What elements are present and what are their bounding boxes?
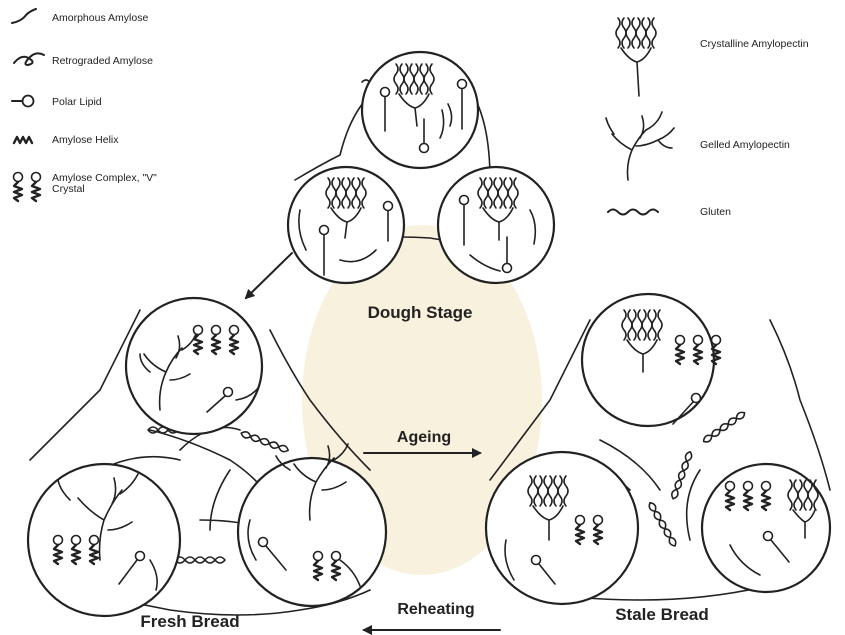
fresh-granule-top (126, 298, 262, 434)
gluten-icon (608, 210, 658, 215)
legend-label-amylose-complex-line2: Crystal (52, 183, 85, 195)
legend-label-crystalline-amylopectin: Crystalline Amylopectin (700, 38, 809, 50)
legend-label-gelled-amylopectin: Gelled Amylopectin (700, 139, 790, 151)
arrow-dough-to-fresh (246, 253, 292, 298)
ageing-label: Ageing (397, 429, 451, 446)
stale-helix-3 (647, 501, 677, 547)
crystalline-amylopectin-icon (616, 18, 656, 96)
legend-label-gluten: Gluten (700, 206, 731, 218)
polar-lipid-icon (12, 96, 34, 107)
fresh-bread-label: Fresh Bread (140, 612, 239, 631)
dough-stage-label: Dough Stage (368, 303, 473, 322)
stale-bread-group: Stale Bread (486, 294, 830, 624)
legend-label-amorphous-amylose: Amorphous Amylose (52, 12, 148, 24)
stale-bread-label: Stale Bread (615, 605, 709, 624)
amylose-helix-icon (14, 137, 32, 143)
fresh-granule-left (28, 464, 180, 616)
dough-granule-right (438, 167, 554, 283)
legend-label-polar-lipid: Polar Lipid (52, 96, 102, 108)
stale-helix-2 (702, 410, 746, 444)
legend-left: Amorphous Amylose Retrograded Amylose Po… (12, 9, 157, 201)
stale-granule-left (486, 452, 638, 604)
legend-right: Crystalline Amylopectin Gelled Amylopect… (606, 18, 809, 218)
fresh-helix-3 (240, 430, 289, 453)
amorphous-amylose-icon (12, 9, 36, 23)
fresh-helix-2 (175, 557, 225, 563)
gelled-amylopectin-icon (606, 112, 674, 180)
legend-label-retrograded-amylose: Retrograded Amylose (52, 55, 153, 67)
reheating-label: Reheating (397, 601, 474, 618)
reheating-transition: Reheating (364, 601, 500, 630)
retrograded-amylose-icon (14, 53, 44, 65)
amylose-complex-icon (14, 173, 41, 202)
legend-label-amylose-helix: Amylose Helix (52, 134, 119, 146)
